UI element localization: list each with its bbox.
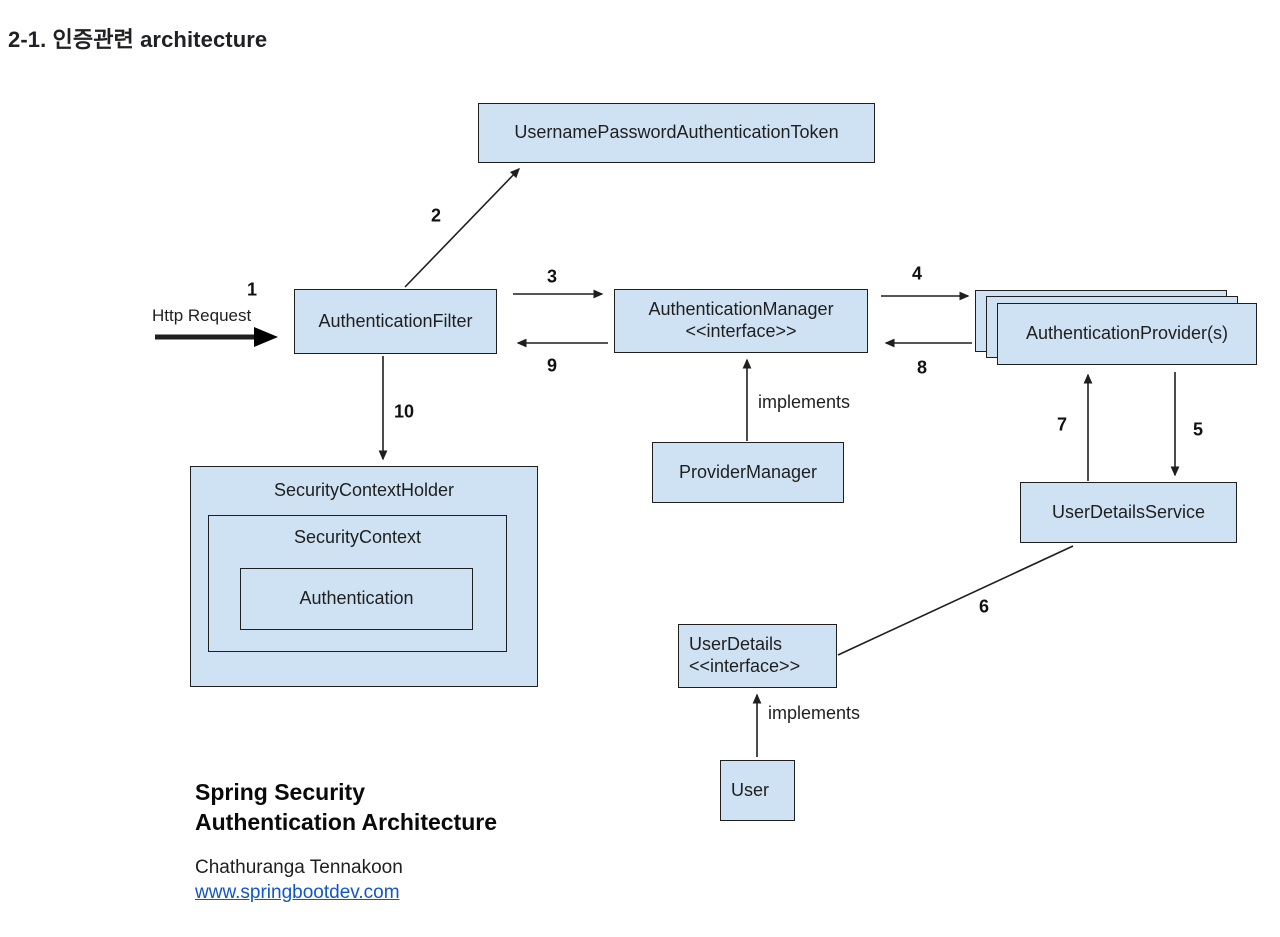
node-stereotype: <<interface>> — [685, 321, 797, 341]
node-user: User — [720, 760, 795, 821]
diagram-footer: Spring Security Authentication Architect… — [195, 777, 555, 905]
node-authentication-providers: AuthenticationProvider(s) — [997, 303, 1257, 365]
edge-label-step-2: 2 — [430, 205, 442, 226]
node-authentication-filter: AuthenticationFilter — [294, 289, 497, 354]
node-label: UsernamePasswordAuthenticationToken — [514, 122, 839, 143]
node-authentication: Authentication — [240, 568, 473, 630]
diagram-title-line2: Authentication Architecture — [195, 809, 498, 835]
node-stereotype: <<interface>> — [689, 656, 801, 676]
node-label: ProviderManager — [678, 461, 818, 482]
diagram-title: Spring Security Authentication Architect… — [195, 777, 555, 837]
edge-label-step-7: 7 — [1056, 414, 1068, 435]
edge-label-step-5: 5 — [1192, 419, 1204, 440]
node-authentication-manager: AuthenticationManager <<interface>> — [614, 289, 868, 353]
arrow-2-filter-to-token — [404, 167, 521, 288]
node-username-password-authentication-token: UsernamePasswordAuthenticationToken — [478, 103, 875, 163]
edge-label-step-6: 6 — [978, 596, 990, 617]
node-label: SecurityContextHolder — [273, 480, 455, 500]
http-request-label: Http Request — [152, 306, 252, 325]
edge-label-step-1: 1 — [246, 279, 258, 300]
node-user-details-service: UserDetailsService — [1020, 482, 1237, 543]
arrow-http-request-head — [254, 327, 278, 347]
node-label: UserDetailsService — [1051, 501, 1206, 522]
edge-label-step-3: 3 — [546, 266, 558, 287]
implements-label-provider-manager: implements — [758, 392, 851, 412]
website-link[interactable]: www.springbootdev.com — [195, 882, 400, 903]
node-label: SecurityContext — [293, 527, 422, 547]
node-label: Authentication — [299, 588, 414, 609]
node-label: AuthenticationFilter — [318, 310, 473, 331]
node-label: User — [731, 779, 770, 800]
node-label: AuthenticationManager — [648, 299, 834, 320]
edge-label-step-8: 8 — [916, 357, 928, 378]
edge-label-step-9: 9 — [546, 355, 558, 376]
line-6-userdetails-to-uds — [837, 545, 1074, 656]
diagram-title-line1: Spring Security — [195, 779, 365, 805]
node-user-details: UserDetails <<interface>> — [678, 624, 837, 688]
node-provider-manager: ProviderManager — [652, 442, 844, 503]
edge-label-step-10: 10 — [393, 401, 415, 422]
edge-label-step-4: 4 — [911, 263, 923, 284]
implements-label-user: implements — [768, 703, 861, 723]
page-title: 2-1. 인증관련 architecture — [8, 27, 268, 52]
node-label: AuthenticationProvider(s) — [1025, 323, 1229, 344]
node-label: UserDetails — [689, 634, 783, 655]
author-name: Chathuranga Tennakoon — [195, 857, 403, 878]
